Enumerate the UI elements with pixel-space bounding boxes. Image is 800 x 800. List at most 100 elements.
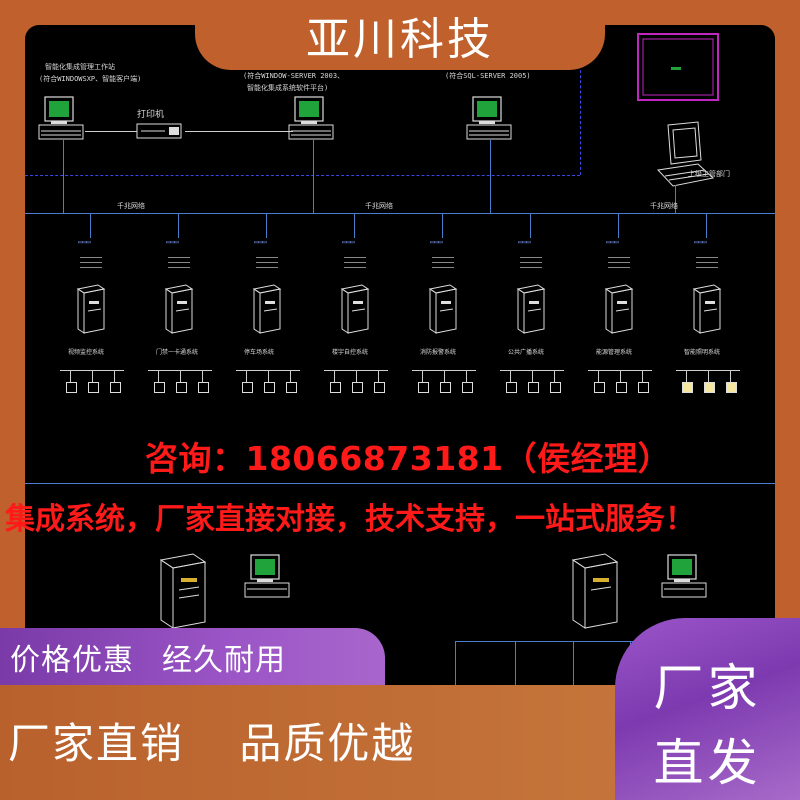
spec-line (520, 262, 542, 263)
subsystem-drop-line (90, 213, 91, 238)
printer-link-right (185, 131, 293, 132)
network-switch-icon: ▭▭▭ (518, 238, 531, 246)
field-device-icon (594, 382, 605, 393)
banner-item: 经久耐用 (162, 642, 286, 678)
lower-network-line (25, 483, 775, 484)
lower-computer-right-icon (661, 554, 707, 598)
subsystem-name: 门禁一卡通系统 (156, 349, 199, 356)
spec-line (256, 267, 278, 268)
spec-line (696, 257, 718, 258)
network-label: 千兆网络 (650, 202, 678, 210)
device-drop (334, 370, 335, 382)
network-switch-icon: ▭▭▭ (430, 238, 443, 246)
monitor-station-icon (656, 121, 715, 187)
lower-server-left-icon (159, 553, 207, 629)
spec-line (696, 267, 718, 268)
printer-link (85, 131, 137, 132)
lower-right-network-line (455, 641, 775, 642)
printer-label: 打印机 (137, 110, 165, 120)
printer-icon (136, 123, 182, 139)
device-drop (686, 370, 687, 382)
device-drop (620, 370, 621, 382)
subsystem-drop-line (618, 213, 619, 238)
direct-shipping-badge: 厂家 直发 (615, 618, 800, 800)
field-device-icon (330, 382, 341, 393)
system-diagram: 智能化集成管理工作站 (符合WINDOWSXP、智能客户端) (符合WINDOW… (25, 25, 775, 685)
lower-drop (455, 641, 456, 685)
subsystem-server-icon (428, 284, 458, 334)
subsystem-name: 消防报警系统 (420, 349, 457, 356)
server-left-label: (符合WINDOW-SERVER 2003、 (243, 72, 345, 80)
workstation-sublabel: (符合WINDOWSXP、智能客户端) (39, 75, 142, 83)
spec-line (608, 257, 630, 258)
backbone-network-line (25, 213, 775, 214)
field-device-icon (704, 382, 715, 393)
field-device-icon (726, 382, 737, 393)
field-device-icon (418, 382, 429, 393)
spec-line (608, 262, 630, 263)
subsystem-drop-line (530, 213, 531, 238)
device-drop (422, 370, 423, 382)
field-device-icon (352, 382, 363, 393)
server-right-label: (符合SQL-SERVER 2005) (445, 72, 531, 80)
subsystem-server-icon (252, 284, 282, 334)
spec-line (80, 267, 102, 268)
spec-line (432, 262, 454, 263)
large-display-icon (637, 33, 719, 101)
field-device-icon (66, 382, 77, 393)
subsystem-name: 智能照明系统 (684, 349, 721, 356)
spec-line (432, 267, 454, 268)
network-label: 千兆网络 (117, 202, 145, 210)
device-drop (444, 370, 445, 382)
field-device-icon (264, 382, 275, 393)
field-device-icon (198, 382, 209, 393)
device-drop (598, 370, 599, 382)
device-drop (554, 370, 555, 382)
field-device-icon (88, 382, 99, 393)
subsystem-name: 楼宇自控系统 (332, 349, 369, 356)
drop-line (675, 185, 676, 213)
device-drop (532, 370, 533, 382)
spec-line (520, 267, 542, 268)
contact-phone-text: 咨询：18066873181（侯经理） (145, 439, 672, 478)
badge-line2: 直发 (653, 734, 762, 792)
field-device-icon (682, 382, 693, 393)
brand-title: 亚川科技 (195, 0, 605, 70)
field-device-icon (462, 382, 473, 393)
drop-line (313, 140, 314, 213)
network-switch-icon: ▭▭▭ (342, 238, 355, 246)
device-drop (246, 370, 247, 382)
device-drop (268, 370, 269, 382)
server-left-sublabel: 智能化集成系统软件平台) (247, 84, 329, 92)
device-drop (180, 370, 181, 382)
spec-line (256, 257, 278, 258)
field-device-icon (154, 382, 165, 393)
device-drop (466, 370, 467, 382)
subsystem-drop-line (442, 213, 443, 238)
subsystem-name: 公共广播系统 (508, 349, 545, 356)
device-drop (158, 370, 159, 382)
management-zone-border-side (580, 65, 581, 175)
device-drop (708, 370, 709, 382)
network-switch-icon: ▭▭▭ (254, 238, 267, 246)
bottom-slogan: 品质优越 (239, 719, 416, 768)
device-drop (202, 370, 203, 382)
field-device-icon (506, 382, 517, 393)
subsystem-name: 能源管理系统 (596, 349, 633, 356)
spec-line (344, 262, 366, 263)
subsystem-name: 停车场系统 (244, 349, 275, 356)
device-drop (356, 370, 357, 382)
spec-line (344, 267, 366, 268)
lower-drop (573, 641, 574, 685)
service-tagline: 集成系统，厂家直接对接，技术支持，一站式服务！ (5, 502, 695, 537)
field-device-icon (176, 382, 187, 393)
subsystem-drop-line (178, 213, 179, 238)
price-quality-banner: 价格优惠 经久耐用 (0, 628, 385, 685)
spec-line (520, 257, 542, 258)
spec-line (432, 257, 454, 258)
spec-line (168, 267, 190, 268)
field-device-icon (110, 382, 121, 393)
spec-line (168, 262, 190, 263)
application-server-computer-icon (288, 96, 334, 140)
workstation-label: 智能化集成管理工作站 (45, 63, 115, 71)
